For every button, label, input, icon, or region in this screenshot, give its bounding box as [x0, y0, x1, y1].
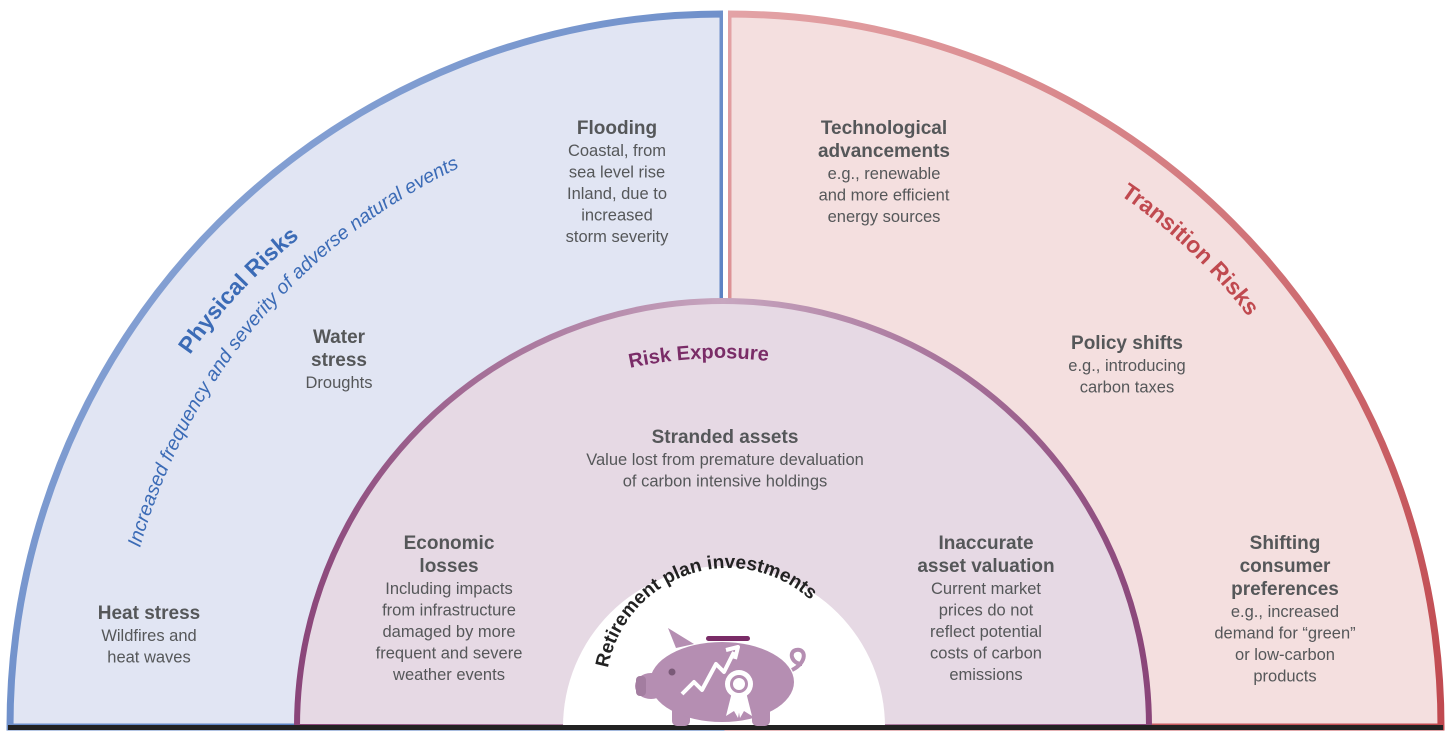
block-body-line: or low-carbon [1235, 646, 1335, 664]
block-body-line: e.g., renewable [828, 165, 941, 183]
block-title-line: advancements [818, 141, 950, 162]
block-body-line: storm severity [566, 228, 669, 246]
block-body-line: sea level rise [569, 164, 665, 182]
block-body-line: reflect potential [930, 623, 1042, 641]
block-body-line: Current market [931, 580, 1041, 598]
block-title-line: Inaccurate [938, 533, 1033, 554]
block-title-line: stress [311, 350, 367, 371]
block-title-line: Flooding [577, 118, 657, 139]
block-body-line: emissions [949, 666, 1022, 684]
block-body-line: energy sources [828, 208, 941, 226]
block-title-line: Shifting [1250, 533, 1321, 554]
block-body-line: Including impacts [385, 580, 512, 598]
block-body-line: and more efficient [819, 187, 950, 205]
block-title-line: losses [419, 556, 478, 577]
block-body-line: of carbon intensive holdings [623, 473, 828, 491]
block-body-line: Inland, due to [567, 185, 667, 203]
block-body-line: increased [581, 207, 653, 225]
block-body-line: damaged by more [383, 623, 516, 641]
block-body-line: products [1253, 668, 1316, 686]
block-body-line: Value lost from premature devaluation [586, 451, 864, 469]
block-body-line: carbon taxes [1080, 379, 1174, 397]
block-title-line: Economic [404, 533, 495, 554]
block-body-line: e.g., introducing [1068, 357, 1185, 375]
block-body-line: heat waves [107, 649, 190, 667]
block-body-line: Droughts [306, 374, 373, 392]
block-title-line: Technological [821, 118, 947, 139]
block-title-line: Water [313, 327, 366, 348]
block-body-line: prices do not [939, 602, 1034, 620]
block-body-line: from infrastructure [382, 602, 516, 620]
block-body-line: Wildfires and [101, 627, 196, 645]
block-body-line: frequent and severe [376, 645, 523, 663]
block-body-line: e.g., increased [1231, 603, 1339, 621]
piggy-bank-growth-icon [635, 628, 806, 726]
block-title-line: Heat stress [98, 603, 200, 624]
block-body-line: demand for “green” [1214, 625, 1355, 643]
block-title-line: Stranded assets [652, 427, 799, 448]
policy-shifts-block: Policy shifts e.g., introducing carbon tax… [1068, 333, 1185, 397]
block-body-line: weather events [392, 666, 505, 684]
risk-exposure-band [293, 298, 1153, 730]
block-title-line: Policy shifts [1071, 333, 1183, 354]
block-body-line: Coastal, from [568, 142, 666, 160]
block-title-line: consumer [1240, 556, 1331, 577]
block-title-line: asset valuation [917, 556, 1054, 577]
block-title-line: preferences [1231, 579, 1339, 600]
block-body-line: costs of carbon [930, 645, 1042, 663]
